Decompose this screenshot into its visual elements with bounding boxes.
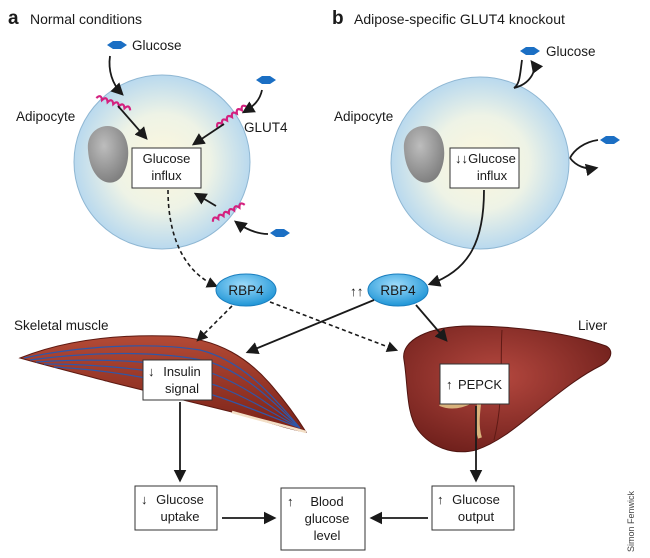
- glucose-influx-a-line2: influx: [151, 168, 182, 183]
- arrow-glucose-in-a3: [233, 220, 269, 235]
- glucose-icon-a1: [107, 41, 127, 49]
- adipocyte-b-label: Adipocyte: [334, 109, 393, 124]
- rbp4-a: [215, 273, 277, 307]
- insulin-signal-box: [142, 359, 213, 401]
- blood-glucose-arrow: ↑: [287, 494, 294, 509]
- arrow-rbp4a-to-liver: [269, 301, 399, 353]
- glucose-output-box: [431, 485, 515, 531]
- glucose-output-line2: output: [458, 509, 495, 524]
- glucose-uptake-line2: uptake: [160, 509, 199, 524]
- glucose-influx-box-a: [131, 147, 202, 189]
- glucose-influx-box-b: [449, 147, 520, 189]
- arrow-influx-to-rbp4-a: [167, 189, 219, 288]
- arrow-rbp4a-to-muscle: [196, 305, 233, 342]
- insulin-signal-arrow: ↓: [148, 364, 155, 379]
- glucose-output-arrow: ↑: [437, 492, 444, 507]
- glucose-a-label: Glucose: [132, 38, 182, 53]
- pepck-line1: PEPCK: [458, 377, 502, 392]
- arrow-glucose-in-a2b: [191, 123, 225, 146]
- glucose-b-label: Glucose: [546, 44, 596, 59]
- glut4-label: GLUT4: [244, 120, 288, 135]
- panel-a-title: Normal conditions: [30, 11, 142, 27]
- arrow-rbp4b-to-muscle: [245, 299, 375, 354]
- glucose-influx-b-line2: influx: [477, 168, 508, 183]
- panel-b-letter: b: [332, 8, 344, 29]
- arrow-glucose-in-a1: [108, 55, 124, 96]
- blood-glucose-line2: glucose: [305, 511, 350, 526]
- glucose-influx-b-line1: Glucose: [468, 151, 516, 166]
- arrow-glucose-bounce-b2: [569, 139, 599, 159]
- arrow-glucose-bounce-b1b: [513, 59, 544, 89]
- glucose-influx-a-line1: Glucose: [143, 151, 191, 166]
- glut4-transporter-1: [95, 95, 132, 111]
- arrow-glucose-bounce-b2b: [569, 157, 599, 177]
- glucose-uptake-line1: Glucose: [156, 492, 204, 507]
- pepck-box: [439, 363, 510, 405]
- arrow-glucose-in-a2: [241, 89, 263, 114]
- nucleus-b: [403, 126, 445, 183]
- rbp4-b-label: RBP4: [380, 283, 416, 298]
- glucose-icon-a2: [256, 76, 276, 84]
- arrow-influx-to-rbp4-b: [427, 189, 485, 287]
- credit-label: Simon Fenwick: [626, 490, 636, 552]
- insulin-signal-line1: Insulin: [163, 364, 201, 379]
- glucose-icon-b2: [600, 136, 620, 144]
- skeletal-muscle-label: Skeletal muscle: [14, 318, 109, 333]
- rbp4-a-label: RBP4: [228, 283, 264, 298]
- nucleus-a: [87, 126, 129, 183]
- arrow-rbp4b-to-liver: [415, 304, 448, 342]
- liver-label: Liver: [578, 318, 608, 333]
- panel-a-letter: a: [8, 8, 19, 29]
- glut4-transporter-3: [211, 202, 246, 222]
- blood-glucose-line3: level: [314, 528, 341, 543]
- adipocyte-a-label: Adipocyte: [16, 109, 75, 124]
- glucose-uptake-arrow: ↓: [141, 492, 148, 507]
- glucose-uptake-box: [134, 485, 218, 531]
- glut4-transporter-2: [215, 104, 248, 128]
- pepck-arrow: ↑: [446, 377, 453, 392]
- glucose-influx-b-arrows: ↓↓: [455, 151, 468, 166]
- glucose-icon-b1: [520, 47, 540, 55]
- blood-glucose-line1: Blood: [310, 494, 343, 509]
- rbp4-b: [367, 273, 429, 307]
- blood-glucose-box: [280, 487, 366, 551]
- rbp4-increase-arrows: ↑↑: [350, 284, 364, 299]
- arrow-glucose-in-a3b: [193, 192, 217, 207]
- insulin-signal-line2: signal: [165, 381, 199, 396]
- arrow-glucose-in-a1b: [117, 105, 148, 140]
- glucose-icon-a3: [270, 229, 290, 237]
- glucose-output-line1: Glucose: [452, 492, 500, 507]
- panel-b-title: Adipose-specific GLUT4 knockout: [354, 11, 565, 27]
